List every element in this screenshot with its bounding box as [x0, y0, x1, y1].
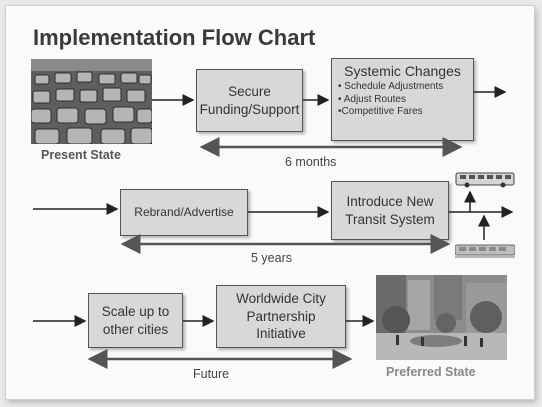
preferred-state-photo: [376, 275, 507, 360]
scale-up-box: Scale up to other cities: [88, 293, 183, 348]
duration-future: Future: [193, 367, 230, 381]
present-state-caption: Present State: [41, 148, 121, 162]
secure-funding-box: Secure Funding/Support: [196, 69, 303, 132]
systemic-item: •Competitive Fares: [338, 106, 423, 118]
preferred-state-caption: Preferred State: [386, 365, 476, 379]
bus-icon: [455, 172, 515, 188]
duration-6-months: 6 months: [285, 155, 337, 169]
duration-5-years: 5 years: [251, 251, 292, 265]
systemic-item: • Schedule Adjustments: [338, 81, 444, 93]
present-state-photo: [31, 59, 152, 144]
worldwide-partnership-box: Worldwide City Partnership Initiative: [216, 285, 346, 348]
introduce-transit-box: Introduce New Transit System: [331, 181, 449, 240]
systemic-item: • Adjust Routes: [338, 93, 406, 105]
systemic-changes-box: Systemic Changes • Schedule Adjustments …: [331, 58, 474, 141]
slide-title: Implementation Flow Chart: [33, 25, 316, 50]
rebrand-advertise-box: Rebrand/Advertise: [120, 189, 248, 236]
train-icon: [455, 243, 515, 258]
systemic-changes-title: Systemic Changes: [344, 63, 461, 79]
